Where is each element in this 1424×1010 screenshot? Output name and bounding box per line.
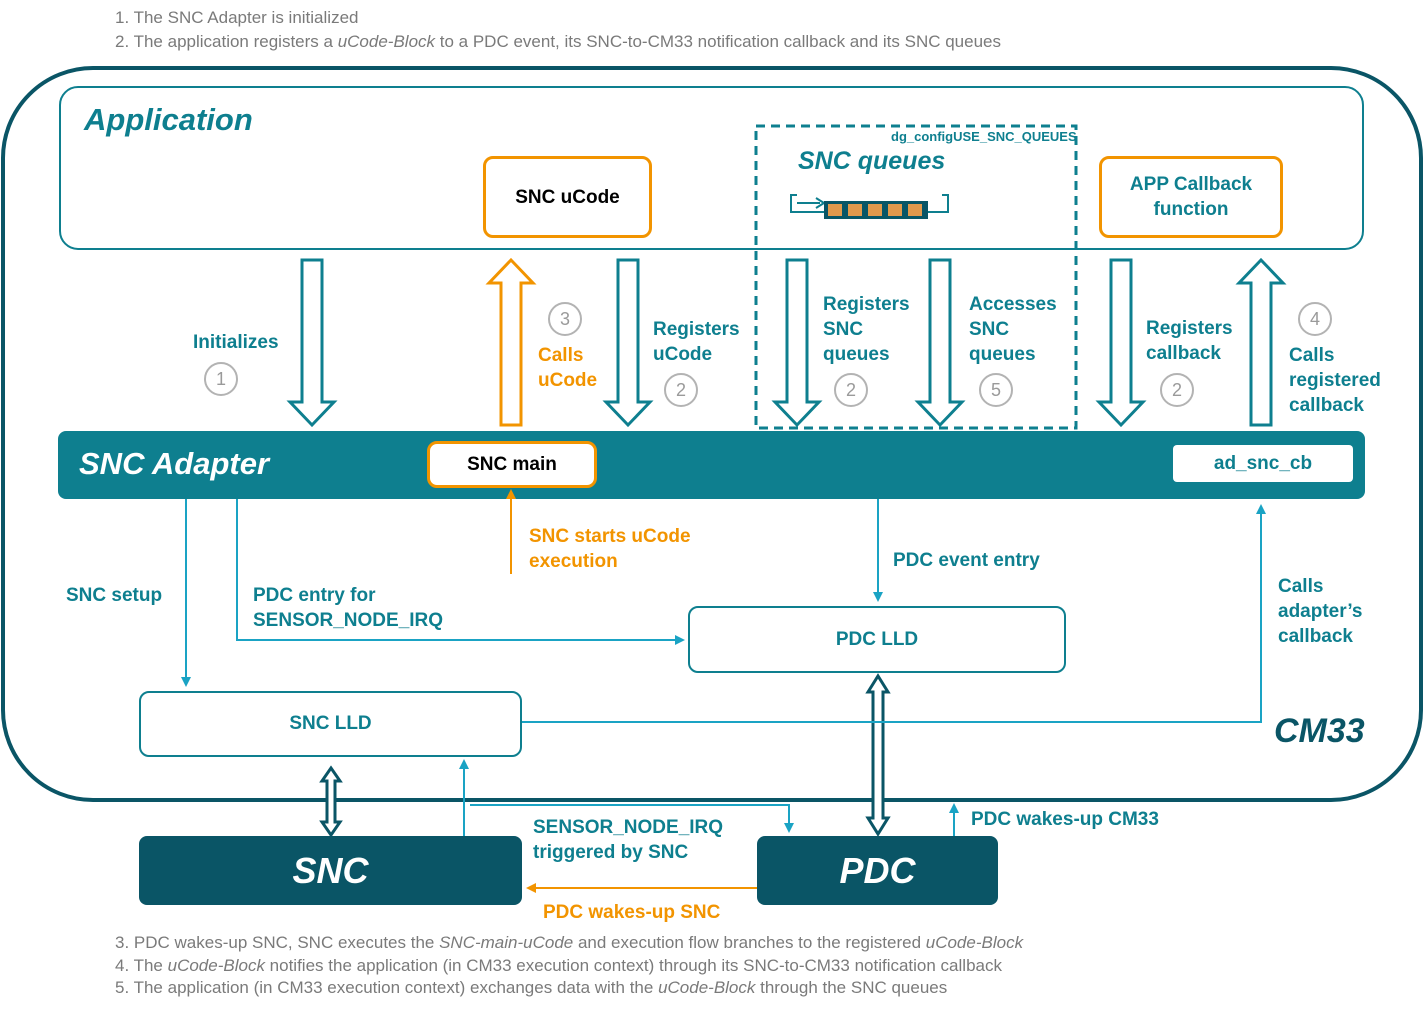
step-circle-reg-callback: 2: [1160, 373, 1194, 407]
snc-queues-region: [754, 124, 1078, 430]
ad-snc-cb-box: ad_snc_cb: [1173, 445, 1353, 482]
label-pdc-wakes-snc: PDC wakes-up SNC: [543, 902, 721, 923]
pdc-box: PDC: [757, 836, 998, 905]
step-circle-calls-ucode: 3: [548, 302, 582, 336]
step-circle-calls-cb: 4: [1298, 302, 1332, 336]
label-registers-ucode: Registers uCode: [653, 319, 740, 365]
label-registers-snc-queues: Registers SNC queues: [823, 294, 910, 365]
snc-queues-title: SNC queues: [798, 147, 946, 175]
line-pdc-entry-irq: [236, 499, 685, 645]
arrow-registers-callback: [1095, 258, 1147, 428]
note-text: PDC wakes-up SNC, SNC executes the: [133, 933, 440, 952]
snc-box: SNC: [139, 836, 522, 905]
note-text: The application registers a: [133, 32, 338, 51]
step-circle-access-queues: 5: [979, 373, 1013, 407]
step-circle-reg-queues: 2: [834, 373, 868, 407]
line-irq-to-pdc: [470, 804, 794, 833]
note-number: 1.: [115, 8, 134, 27]
arrow-accesses-queues: [914, 258, 966, 428]
arrow-initializes: [286, 258, 338, 428]
note-text: and execution flow branches to the regis…: [573, 933, 926, 952]
note-number: 4.: [115, 956, 134, 975]
note-text: The: [133, 956, 168, 975]
note-3: 3. PDC wakes-up SNC, SNC executes the SN…: [115, 933, 1023, 953]
label-pdc-event-entry: PDC event entry: [893, 550, 1040, 571]
note-italic-term: uCode-Block: [167, 956, 265, 975]
cm33-title: CM33: [1274, 712, 1365, 750]
note-number: 2.: [115, 32, 134, 51]
note-5: 5. The application (in CM33 execution co…: [115, 978, 947, 998]
line-calls-adapter-cb: [522, 504, 1266, 723]
arrow-snc-lld-snc: [319, 765, 343, 838]
queue-graphic: [790, 194, 949, 219]
pdc-lld-box: PDC LLD: [688, 606, 1066, 673]
application-title: Application: [84, 102, 253, 137]
note-text: through the SNC queues: [755, 978, 948, 997]
arrow-calls-ucode: [485, 257, 537, 427]
snc-adapter-title: SNC Adapter: [79, 446, 270, 481]
note-4: 4. The uCode-Block notifies the applicat…: [115, 956, 1002, 976]
note-text: The application (in CM33 execution conte…: [133, 978, 659, 997]
note-text: to a PDC event, its SNC-to-CM33 notifica…: [435, 32, 1002, 51]
note-1: 1. The SNC Adapter is initialized: [115, 8, 358, 28]
arrow-registers-ucode: [602, 258, 654, 428]
note-italic-term: uCode-Block: [925, 933, 1024, 952]
label-calls-ucode: Calls uCode: [538, 345, 598, 391]
label-snc-starts-ucode: SNC starts uCode execution: [529, 526, 691, 572]
note-text: notifies the application (in CM33 execut…: [264, 956, 1002, 975]
step-circle-reg-ucode: 2: [664, 373, 698, 407]
label-sensor-node-irq: SENSOR_NODE_IRQ triggered by SNC: [533, 817, 724, 863]
note-number: 5.: [115, 978, 134, 997]
label-accesses-snc-queues: Accesses SNC queues: [969, 294, 1057, 365]
app-callback-box: APP Callback function: [1099, 156, 1283, 238]
snc-main-box: SNC main: [427, 441, 597, 488]
snc-adapter-bar: [58, 431, 1365, 499]
note-text: The SNC Adapter is initialized: [133, 8, 359, 27]
label-snc-setup: SNC setup: [66, 585, 163, 606]
note-italic-term: uCode-Block: [658, 978, 756, 997]
label-initializes: Initializes: [193, 332, 279, 353]
arrow-pdc-lld-pdc: [865, 673, 891, 837]
label-calls-adapter-callback: Calls adapter’s callback: [1278, 576, 1363, 647]
label-pdc-entry-irq: PDC entry for SENSOR_NODE_IRQ: [253, 585, 444, 631]
note-italic-term: SNC-main-uCode: [439, 933, 574, 952]
label-registers-callback: Registers callback: [1146, 318, 1233, 364]
note-number: 3.: [115, 933, 134, 952]
label-calls-registered-callback: Calls registered callback: [1289, 345, 1381, 416]
note-italic-term: uCode-Block: [337, 32, 436, 51]
note-2: 2. The application registers a uCode-Blo…: [115, 32, 1001, 52]
step-circle-init: 1: [204, 362, 238, 396]
application-box: [59, 86, 1364, 250]
snc-ucode-box: SNC uCode: [483, 156, 652, 238]
arrow-registers-queues: [771, 258, 823, 428]
cm33-container: [1, 66, 1423, 802]
snc-queues-config: dg_configUSE_SNC_QUEUES: [891, 129, 1077, 144]
snc-lld-box: SNC LLD: [139, 691, 522, 757]
label-pdc-wakes-cm33: PDC wakes-up CM33: [971, 809, 1159, 830]
arrow-calls-registered-callback: [1235, 257, 1287, 427]
